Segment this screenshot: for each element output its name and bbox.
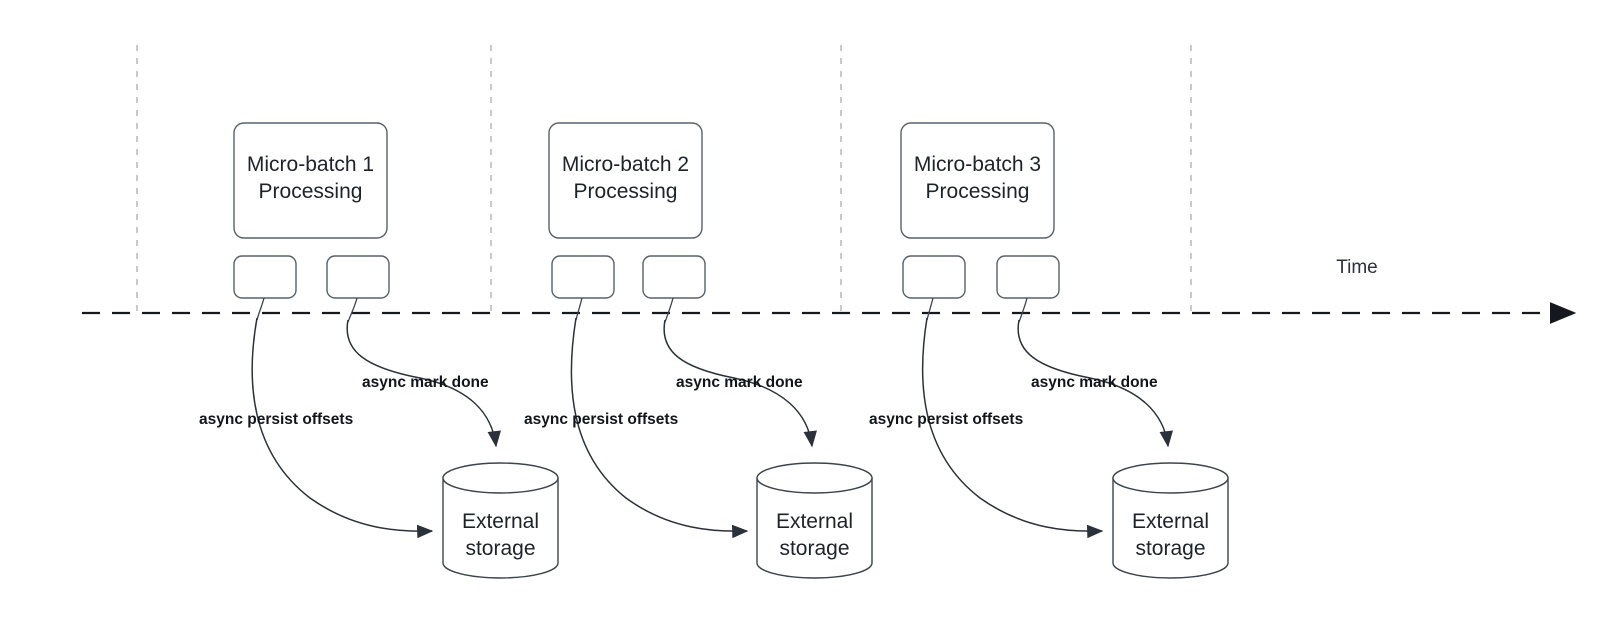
async-persist-offsets-label-2: async persist offsets xyxy=(524,411,678,428)
task-box-2b-stem xyxy=(664,297,674,323)
external-storage-3-line1: External xyxy=(1132,510,1209,533)
external-storage-3-body xyxy=(1112,477,1229,579)
async-persist-offsets-edge-2 xyxy=(570,317,749,539)
task-box-3a-stem xyxy=(926,297,934,321)
external-storage-2-line2: storage xyxy=(779,537,849,560)
micro-batch-2-box-line1: Micro-batch 2 xyxy=(562,153,689,176)
time-axis-label: Time xyxy=(1336,257,1378,278)
micro-batch-group-3: Micro-batch 3 Processing async persist o… xyxy=(869,122,1229,579)
micro-batch-1-box[interactable] xyxy=(233,122,388,239)
micro-batch-group-1: Micro-batch 1 Processing async persist o… xyxy=(199,122,559,579)
micro-batch-3-box-line1: Micro-batch 3 xyxy=(914,153,1041,176)
external-storage-1-body xyxy=(442,477,559,579)
task-box-3b-stem xyxy=(1018,297,1028,323)
external-storage-cylinder-1[interactable]: External storage xyxy=(442,462,559,579)
async-mark-done-edge-2 xyxy=(663,319,817,448)
task-box-1b[interactable] xyxy=(326,255,390,299)
external-storage-2-line1: External xyxy=(776,510,853,533)
external-storage-cylinder-3[interactable]: External storage xyxy=(1112,462,1229,579)
task-box-3b[interactable] xyxy=(996,255,1060,299)
micro-batch-3-box-line2: Processing xyxy=(926,180,1030,203)
task-box-1a-stem xyxy=(256,297,265,321)
async-persist-offsets-edge-3 xyxy=(921,317,1104,539)
external-storage-1-line1: External xyxy=(462,510,539,533)
external-storage-3-top xyxy=(1112,462,1229,494)
async-mark-done-edge-1 xyxy=(346,319,501,448)
task-box-1b-stem xyxy=(347,297,358,323)
micro-batch-1-box-line1: Micro-batch 1 xyxy=(247,153,374,176)
async-mark-done-edge-3 xyxy=(1017,319,1173,448)
async-persist-offsets-label-1: async persist offsets xyxy=(199,411,353,428)
micro-batch-group-2: Micro-batch 2 Processing async persist o… xyxy=(524,122,873,579)
task-box-1a[interactable] xyxy=(233,255,297,299)
external-storage-3-line2: storage xyxy=(1135,537,1205,560)
task-box-2a[interactable] xyxy=(551,255,615,299)
async-persist-offsets-edge-1 xyxy=(251,317,434,539)
task-box-3a[interactable] xyxy=(902,255,966,299)
external-storage-1-line2: storage xyxy=(465,537,535,560)
time-axis-group: Time xyxy=(82,257,1577,324)
async-persist-offsets-label-3: async persist offsets xyxy=(869,411,1023,428)
async-mark-done-label-2: async mark done xyxy=(676,374,803,391)
async-mark-done-label-1: async mark done xyxy=(362,374,489,391)
external-storage-cylinder-2[interactable]: External storage xyxy=(756,462,873,579)
micro-batch-2-box[interactable] xyxy=(548,122,703,239)
micro-batch-2-box-line2: Processing xyxy=(574,180,678,203)
external-storage-2-body xyxy=(756,477,873,579)
task-box-2b[interactable] xyxy=(642,255,706,299)
external-storage-2-top xyxy=(756,462,873,494)
external-storage-1-top xyxy=(442,462,559,494)
micro-batch-3-box[interactable] xyxy=(900,122,1055,239)
async-mark-done-label-3: async mark done xyxy=(1031,374,1158,391)
micro-batch-1-box-line2: Processing xyxy=(259,180,363,203)
task-box-2a-stem xyxy=(575,297,583,321)
